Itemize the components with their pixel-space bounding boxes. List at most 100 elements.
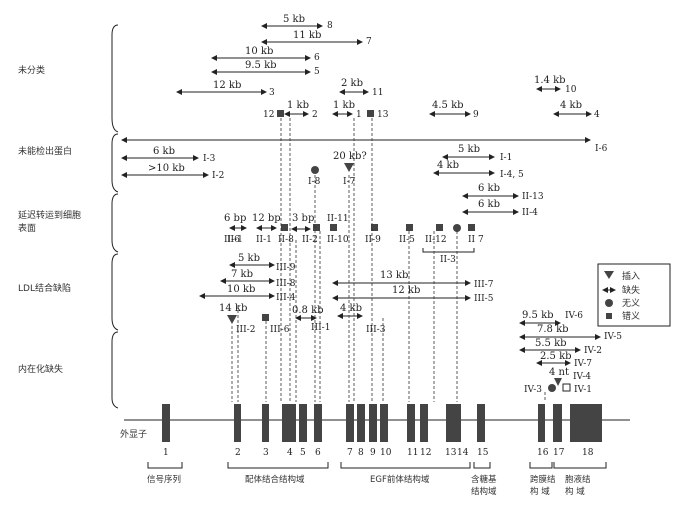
svg-text:5: 5 [300,448,306,458]
category-internal: 内在化缺失 [18,363,63,375]
svg-text:II-3: II-3 [440,255,456,265]
svg-text:2 kb: 2 kb [341,78,363,89]
svg-text:1.4 kb: 1.4 kb [534,75,566,86]
svg-text:12 bp: 12 bp [252,213,281,224]
svg-text:12: 12 [263,110,274,120]
svg-text:6: 6 [314,53,320,63]
unclassified-arrows: 5 kb 8 11 kb 7 10 kb 6 9.5 kb 5 12 kb 3 … [176,14,600,120]
svg-text:III-9: III-9 [276,263,296,273]
svg-text:6: 6 [315,448,321,458]
svg-text:17: 17 [553,448,565,458]
svg-text:9: 9 [473,110,479,120]
svg-text:胞液结: 胞液结 [565,474,591,485]
svg-text:16: 16 [537,448,549,458]
gene-structure: 外显子 [120,404,630,442]
svg-text:5 kb: 5 kb [458,144,480,155]
svg-text:II-2: II-2 [302,235,318,245]
svg-text:>10 kb: >10 kb [148,163,185,174]
exon-4 [282,404,296,442]
svg-text:3 bp: 3 bp [292,213,314,224]
svg-text:4 kb: 4 kb [437,160,459,171]
svg-text:II-12: II-12 [425,235,447,245]
exon-7 [346,404,354,442]
svg-text:10: 10 [380,448,392,458]
svg-text:12 kb: 12 kb [392,285,420,296]
svg-text:9.5 kb: 9.5 kb [245,60,277,71]
svg-text:II-1: II-1 [256,235,272,245]
svg-text:1 kb: 1 kb [333,100,355,111]
svg-text:4: 4 [594,110,600,120]
svg-text:III-5: III-5 [474,294,494,304]
svg-text:II-4: II-4 [522,208,538,218]
svg-text:I-1: I-1 [500,153,512,163]
svg-text:20 kb?: 20 kb? [333,151,367,162]
svg-text:IV-7: IV-7 [574,359,592,369]
svg-text:I-8: I-8 [308,177,321,187]
svg-text:7.8 kb: 7.8 kb [537,324,569,335]
svg-text:跨膜结: 跨膜结 [530,474,556,485]
svg-text:信号序列: 信号序列 [147,474,181,485]
svg-text:错义: 错义 [622,310,640,322]
svg-text:2.5 kb: 2.5 kb [540,351,572,362]
svg-text:IV-6: IV-6 [565,311,583,321]
svg-text:10 kb: 10 kb [245,46,273,57]
svg-text:8: 8 [358,448,364,458]
svg-text:III-3: III-3 [366,325,386,335]
exon-13-14 [446,404,461,442]
svg-text:IV-1: IV-1 [574,385,592,395]
svg-text:II-11: II-11 [327,214,349,224]
svg-text:9: 9 [370,448,376,458]
exon-6 [314,404,322,442]
category-transport-2: 表面 [18,222,36,234]
svg-text:6 kb: 6 kb [153,146,175,157]
svg-text:6 kb: 6 kb [478,183,500,194]
svg-text:配体结合结构域: 配体结合结构域 [245,474,305,485]
svg-text:IV-4: IV-4 [573,372,591,382]
svg-text:5: 5 [314,67,320,77]
exon-5 [299,404,307,442]
svg-text:7: 7 [347,448,353,458]
exon-2 [234,404,241,442]
svg-text:II-5: II-5 [399,235,415,245]
class1-arrows: I-6 6 kb I-3 >10 kb I-2 20 kb? I-7 I-8 5… [121,137,608,187]
svg-text:无义: 无义 [622,298,640,309]
exon-17 [553,404,562,442]
svg-text:14 kb: 14 kb [219,303,247,314]
svg-text:13: 13 [445,448,457,458]
svg-text:7: 7 [366,37,372,47]
svg-text:III-1: III-1 [311,323,330,333]
exon-10 [380,404,388,442]
category-transport-1: 延迟转运到细胞 [18,209,81,221]
svg-text:9.5 kb: 9.5 kb [522,310,554,321]
exon-1 [162,404,170,442]
svg-text:11: 11 [407,448,418,458]
svg-text:II-1: II-1 [227,235,243,245]
svg-text:4 kb: 4 kb [560,100,582,111]
svg-text:4: 4 [287,448,293,458]
category-no-protein: 未能检出蛋白 [18,145,72,157]
svg-text:含糖基: 含糖基 [471,474,497,485]
category-ldl: LDL结合缺陷 [18,282,71,294]
svg-text:10: 10 [565,85,577,95]
svg-text:7 kb: 7 kb [231,269,253,280]
svg-text:4 nt: 4 nt [549,367,569,378]
legend: 插入 缺失 无义 错义 [597,263,671,327]
svg-text:I-4, 5: I-4, 5 [500,170,524,180]
svg-text:1: 1 [163,448,169,458]
svg-text:II-8: II-8 [278,235,294,245]
class2-arrows: 6 kb II-13 6 kb II-4 6 bp II-1 II-6 12 b… [224,183,544,265]
svg-text:III-8: III-8 [276,279,296,289]
exon-3 [262,404,269,442]
svg-text:III-4: III-4 [276,293,296,303]
svg-text:构 域: 构 域 [530,486,550,497]
svg-text:5 kb: 5 kb [283,14,305,25]
exon-18 [570,404,602,442]
svg-text:15: 15 [477,448,489,458]
svg-text:4.5 kb: 4.5 kb [432,100,464,111]
svg-text:II-13: II-13 [522,192,544,202]
svg-text:13 kb: 13 kb [380,270,408,281]
exon-numbers: 1 2 3 4 5 6 7 8 9 10 11 12 13 14 15 16 1… [163,448,594,458]
svg-text:EGF前体结构域: EGF前体结构域 [370,474,430,485]
category-unclassified: 未分类 [18,64,45,76]
